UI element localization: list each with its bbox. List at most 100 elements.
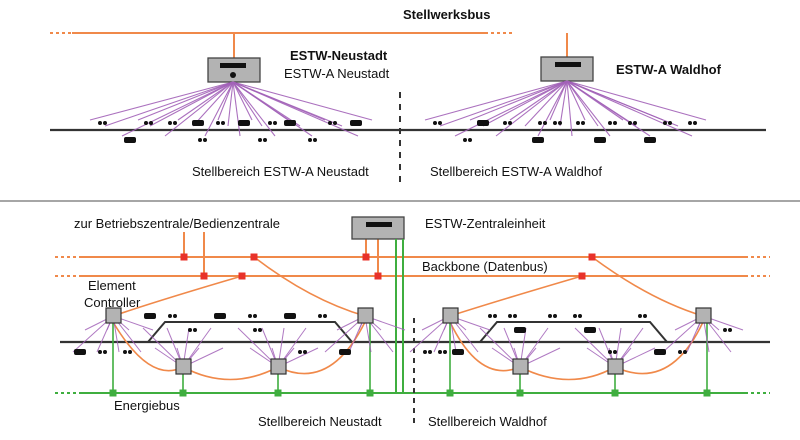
track-element: [543, 121, 547, 125]
signal-line: [469, 80, 568, 121]
track-element: [98, 121, 102, 125]
signal-line: [232, 81, 253, 121]
track-element: [638, 314, 642, 318]
track-element: [258, 138, 262, 142]
estw-zentraleinheit-device: [351, 216, 405, 240]
track-element: [433, 121, 437, 125]
bus-connectors: [109, 253, 711, 397]
signal-line: [537, 80, 568, 137]
element-controller: [442, 307, 459, 324]
stellwerksbus-label: Stellwerksbus: [403, 7, 491, 22]
energy-connector: [611, 389, 619, 397]
track-element: [428, 350, 432, 354]
track-element: [221, 121, 225, 125]
estw-neustadt-title: ESTW-Neustadt: [290, 48, 388, 63]
energy-connector: [366, 389, 374, 397]
track-element: [693, 121, 697, 125]
track-element: [328, 121, 332, 125]
stellbereich-waldhof-label: Stellbereich Waldhof: [428, 414, 547, 429]
track-element: [168, 314, 172, 318]
track-element: [284, 313, 296, 319]
element-controller: [512, 358, 529, 375]
track-element: [628, 121, 632, 125]
track-element: [663, 121, 667, 125]
signal-line: [232, 81, 359, 137]
track-element: [173, 121, 177, 125]
track-element: [643, 314, 647, 318]
track-element: [493, 314, 497, 318]
signal-line: [149, 81, 234, 127]
track-element: [123, 350, 127, 354]
energy-connector: [109, 389, 117, 397]
track-element: [216, 121, 220, 125]
signal-line: [549, 80, 568, 121]
signal-line: [177, 81, 234, 121]
track-element: [443, 350, 447, 354]
track-element: [298, 350, 302, 354]
element-controller: [357, 307, 374, 324]
track-element: [508, 121, 512, 125]
backbone-connector: [250, 253, 258, 261]
track-element: [173, 314, 177, 318]
energy-connector: [274, 389, 282, 397]
track-element: [513, 314, 517, 318]
top-section: [50, 32, 766, 185]
element-controller: [695, 307, 712, 324]
backbone-links: [112, 256, 704, 381]
track-element: [573, 314, 577, 318]
element-controller: [607, 358, 624, 375]
track-element: [584, 327, 596, 333]
track-element: [103, 350, 107, 354]
signal-line: [482, 80, 568, 127]
signal-line: [559, 80, 568, 127]
backbone-connector: [578, 272, 586, 280]
element-controller: [175, 358, 192, 375]
signal-line: [104, 81, 234, 127]
track-element: [253, 328, 257, 332]
backbone-connector: [588, 253, 596, 261]
signal-line: [566, 80, 693, 137]
track-element: [613, 121, 617, 125]
track-loops: [147, 321, 668, 343]
track-elements-top: [98, 120, 697, 143]
track-element: [508, 314, 512, 318]
track-element: [144, 121, 148, 125]
signal-line: [524, 80, 568, 127]
track-element: [188, 328, 192, 332]
signal-line: [509, 80, 568, 121]
track-element: [193, 328, 197, 332]
track-element: [273, 121, 277, 125]
signal-line: [204, 81, 234, 137]
track-element: [258, 328, 262, 332]
track-element: [683, 350, 687, 354]
track-element: [253, 314, 257, 318]
track-element: [503, 121, 507, 125]
estw-a-waldhof-title: ESTW-A Waldhof: [616, 62, 721, 77]
signal-line: [232, 81, 373, 121]
track-element: [688, 121, 692, 125]
element-controller-label-line2: Controller: [84, 295, 141, 310]
track-element: [318, 314, 322, 318]
signal-line: [232, 81, 276, 137]
track-element: [608, 121, 612, 125]
track-element: [654, 349, 666, 355]
zentrale-connections: [183, 232, 379, 276]
signal-line: [454, 80, 568, 137]
element-controllers: [105, 307, 712, 375]
track-element: [103, 121, 107, 125]
track-element: [532, 137, 544, 143]
zentraleinheit-label: ESTW-Zentraleinheit: [425, 216, 546, 231]
track-element: [313, 138, 317, 142]
backbone-connector: [238, 272, 246, 280]
track-element: [248, 314, 252, 318]
energy-connector: [516, 389, 524, 397]
signal-line: [566, 80, 651, 137]
signal-lines-top: [89, 80, 707, 137]
track-element: [98, 350, 102, 354]
track-element: [578, 314, 582, 318]
backbone-connector: [362, 253, 370, 261]
track-element: [581, 121, 585, 125]
track-element: [214, 313, 226, 319]
signal-line: [232, 81, 241, 137]
